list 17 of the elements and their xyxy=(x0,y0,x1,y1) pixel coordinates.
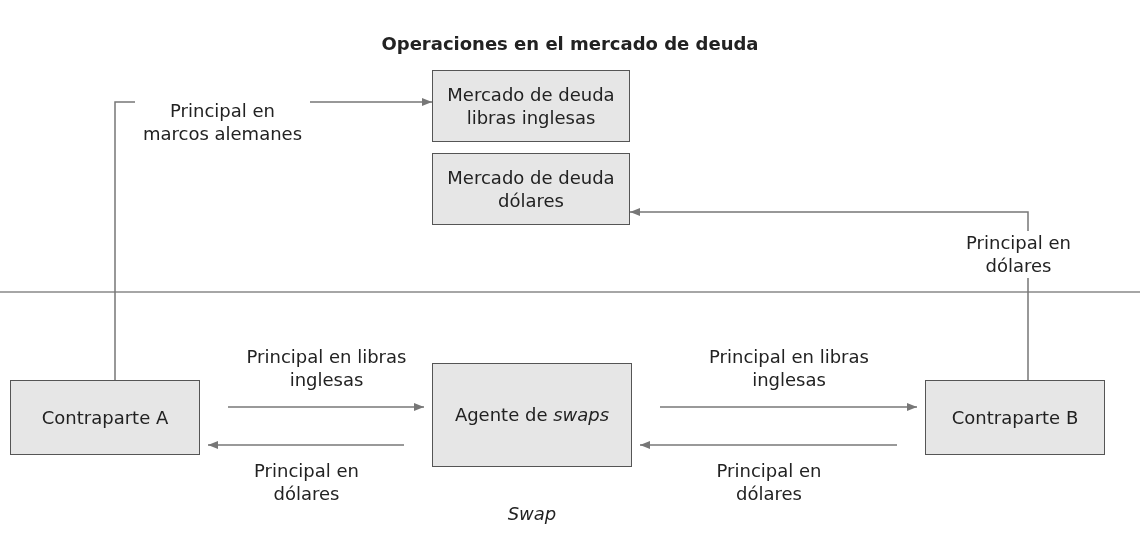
box-text: Mercado de deuda libras inglesas xyxy=(447,82,615,130)
box-text: Mercado de deuda dólares xyxy=(447,165,615,213)
box-text: Contraparte A xyxy=(41,405,169,430)
arrow xyxy=(629,208,1029,381)
process-box xyxy=(10,380,200,455)
arrow xyxy=(207,441,405,449)
caption-text: Swap xyxy=(507,503,557,524)
process-box xyxy=(432,70,630,142)
box-text: Agente de swaps xyxy=(454,403,610,427)
arrow xyxy=(659,403,918,411)
arrow xyxy=(639,441,898,449)
process-box xyxy=(432,153,630,225)
diagram-title: Operaciones en el mercado de deuda xyxy=(380,33,760,54)
process-box xyxy=(925,380,1105,455)
box-text: Contraparte B xyxy=(951,405,1079,430)
process-box xyxy=(432,363,632,467)
arrow xyxy=(227,403,425,411)
